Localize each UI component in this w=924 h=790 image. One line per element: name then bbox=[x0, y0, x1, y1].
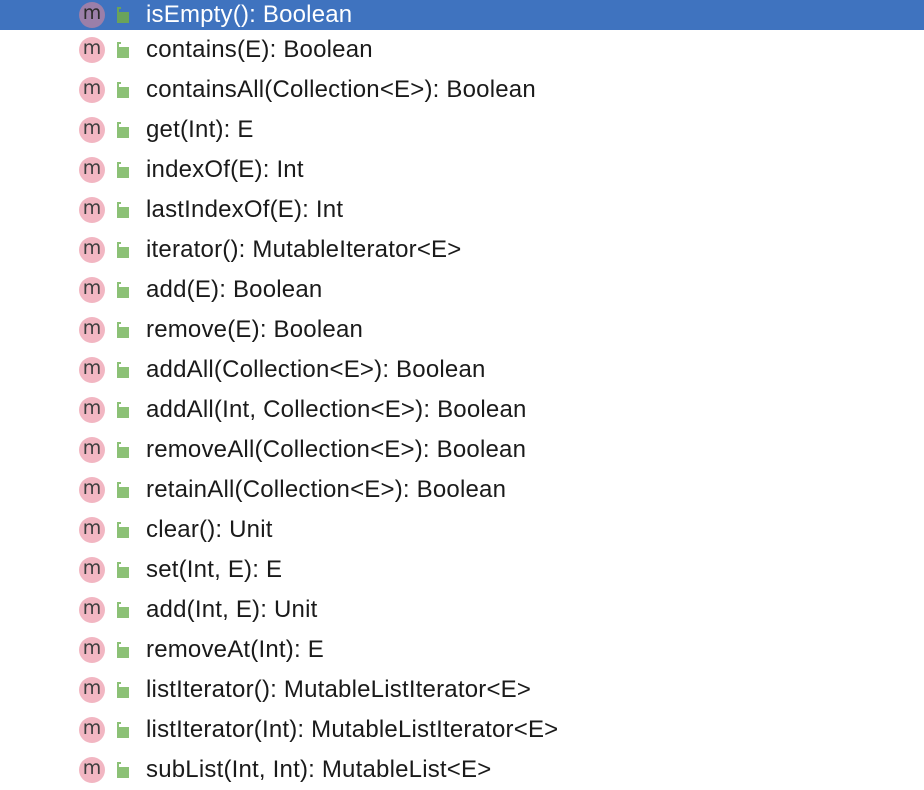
method-icon: m bbox=[79, 37, 105, 63]
member-label: contains(E): Boolean bbox=[146, 36, 373, 63]
public-lock-icon bbox=[117, 162, 129, 178]
list-item[interactable]: m add(E): Boolean bbox=[0, 270, 924, 310]
member-label: lastIndexOf(E): Int bbox=[146, 196, 344, 223]
method-icon: m bbox=[79, 477, 105, 503]
public-lock-icon bbox=[117, 682, 129, 698]
public-lock-icon bbox=[117, 282, 129, 298]
method-icon: m bbox=[79, 237, 105, 263]
method-icon: m bbox=[79, 597, 105, 623]
member-label: clear(): Unit bbox=[146, 516, 273, 543]
list-item[interactable]: m lastIndexOf(E): Int bbox=[0, 190, 924, 230]
member-label: removeAll(Collection<E>): Boolean bbox=[146, 436, 527, 463]
list-item[interactable]: m clear(): Unit bbox=[0, 510, 924, 550]
public-lock-icon bbox=[117, 402, 129, 418]
public-lock-icon bbox=[117, 42, 129, 58]
list-item[interactable]: m listIterator(Int): MutableListIterator… bbox=[0, 710, 924, 750]
list-item[interactable]: m listIterator(): MutableListIterator<E> bbox=[0, 670, 924, 710]
member-label: isEmpty(): Boolean bbox=[146, 1, 353, 28]
public-lock-icon bbox=[117, 482, 129, 498]
member-label: add(Int, E): Unit bbox=[146, 596, 318, 623]
list-item[interactable]: m contains(E): Boolean bbox=[0, 30, 924, 70]
method-icon: m bbox=[79, 277, 105, 303]
method-icon: m bbox=[79, 2, 105, 28]
member-label: removeAt(Int): E bbox=[146, 636, 324, 663]
method-icon: m bbox=[79, 637, 105, 663]
member-label: addAll(Collection<E>): Boolean bbox=[146, 356, 486, 383]
list-item[interactable]: m get(Int): E bbox=[0, 110, 924, 150]
method-icon: m bbox=[79, 157, 105, 183]
public-lock-icon bbox=[117, 762, 129, 778]
method-icon: m bbox=[79, 757, 105, 783]
public-lock-icon bbox=[117, 242, 129, 258]
list-item[interactable]: m remove(E): Boolean bbox=[0, 310, 924, 350]
list-item[interactable]: m containsAll(Collection<E>): Boolean bbox=[0, 70, 924, 110]
list-item[interactable]: m isEmpty(): Boolean bbox=[0, 0, 924, 30]
public-lock-icon bbox=[117, 722, 129, 738]
method-icon: m bbox=[79, 437, 105, 463]
list-item[interactable]: m addAll(Int, Collection<E>): Boolean bbox=[0, 390, 924, 430]
public-lock-icon bbox=[117, 442, 129, 458]
public-lock-icon bbox=[117, 322, 129, 338]
method-icon: m bbox=[79, 677, 105, 703]
list-item[interactable]: m removeAll(Collection<E>): Boolean bbox=[0, 430, 924, 470]
method-icon: m bbox=[79, 117, 105, 143]
method-icon: m bbox=[79, 317, 105, 343]
member-label: remove(E): Boolean bbox=[146, 316, 364, 343]
public-lock-icon bbox=[117, 562, 129, 578]
method-icon: m bbox=[79, 197, 105, 223]
member-label: listIterator(): MutableListIterator<E> bbox=[146, 676, 532, 703]
method-icon: m bbox=[79, 397, 105, 423]
public-lock-icon bbox=[117, 642, 129, 658]
method-icon: m bbox=[79, 77, 105, 103]
public-lock-icon bbox=[117, 602, 129, 618]
public-lock-icon bbox=[117, 202, 129, 218]
member-label: subList(Int, Int): MutableList<E> bbox=[146, 756, 492, 783]
list-item[interactable]: m subList(Int, Int): MutableList<E> bbox=[0, 750, 924, 790]
member-label: listIterator(Int): MutableListIterator<E… bbox=[146, 716, 559, 743]
public-lock-icon bbox=[117, 522, 129, 538]
member-label: containsAll(Collection<E>): Boolean bbox=[146, 76, 536, 103]
member-label: iterator(): MutableIterator<E> bbox=[146, 236, 462, 263]
public-lock-icon bbox=[117, 362, 129, 378]
list-item[interactable]: m addAll(Collection<E>): Boolean bbox=[0, 350, 924, 390]
member-label: retainAll(Collection<E>): Boolean bbox=[146, 476, 507, 503]
member-label: add(E): Boolean bbox=[146, 276, 323, 303]
public-lock-icon bbox=[117, 82, 129, 98]
list-item[interactable]: m indexOf(E): Int bbox=[0, 150, 924, 190]
list-item[interactable]: m add(Int, E): Unit bbox=[0, 590, 924, 630]
public-lock-icon bbox=[117, 7, 129, 23]
method-icon: m bbox=[79, 557, 105, 583]
member-label: set(Int, E): E bbox=[146, 556, 283, 583]
public-lock-icon bbox=[117, 122, 129, 138]
list-item[interactable]: m retainAll(Collection<E>): Boolean bbox=[0, 470, 924, 510]
method-icon: m bbox=[79, 357, 105, 383]
member-label: addAll(Int, Collection<E>): Boolean bbox=[146, 396, 527, 423]
member-label: indexOf(E): Int bbox=[146, 156, 304, 183]
method-icon: m bbox=[79, 717, 105, 743]
list-item[interactable]: m iterator(): MutableIterator<E> bbox=[0, 230, 924, 270]
list-item[interactable]: m removeAt(Int): E bbox=[0, 630, 924, 670]
list-item[interactable]: m set(Int, E): E bbox=[0, 550, 924, 590]
member-label: get(Int): E bbox=[146, 116, 254, 143]
method-icon: m bbox=[79, 517, 105, 543]
